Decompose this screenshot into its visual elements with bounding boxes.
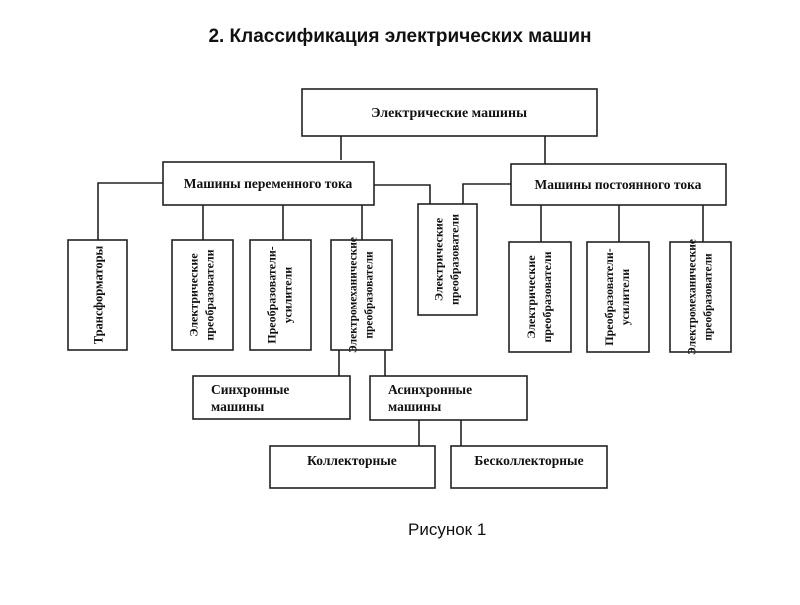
node-dc-amplifiers: Преобразователи- усилители (586, 241, 650, 353)
node-ac-converters: Электрические преобразователи (171, 239, 234, 351)
node-label-line1: Электромеханические (687, 239, 699, 355)
node-ac-amplifiers: Преобразователи- усилители (249, 239, 312, 351)
node-collector: Коллекторные (269, 445, 436, 489)
node-label-line2: преобразователи (203, 249, 217, 340)
node-label: Трансформаторы (92, 245, 106, 344)
node-brushless: Бесколлекторные (450, 445, 608, 489)
connector-lines (97, 136, 704, 446)
node-dc-converters: Электрические преобразователи (508, 241, 572, 353)
node-label-line2: преобразователи (703, 253, 715, 341)
node-label-line1: Электрические (524, 255, 538, 339)
node-label-line1: Преобразователи- (265, 246, 279, 344)
node-label-line1: Асинхронные (388, 382, 472, 397)
node-label: Электрические машины (371, 106, 527, 121)
node-label: Коллекторные (307, 453, 397, 468)
node-mid-converters: Электрические преобразователи (417, 203, 478, 316)
node-label-line2: преобразователи (364, 251, 376, 339)
node-label-line2: преобразователи (448, 214, 462, 305)
node-asynchronous-machines: Асинхронные машины (369, 375, 528, 421)
node-label-line1: Электрические (432, 217, 446, 301)
node-label-line1: Синхронные (211, 382, 289, 397)
node-label: Бесколлекторные (474, 453, 583, 468)
node-synchronous-machines: Синхронные машины (192, 375, 351, 420)
node-ac-machines: Машины переменного тока (162, 161, 375, 206)
connector-ac-mid (374, 184, 431, 204)
node-transformers: Трансформаторы (67, 239, 128, 351)
node-label-line2: машины (211, 399, 265, 414)
figure-caption: Рисунок 1 (408, 520, 487, 539)
node-ac-electromech: Электромеханические преобразователи (330, 237, 393, 353)
node-dc-machines: Машины постоянного тока (510, 163, 727, 206)
node-dc-electromech: Электромеханические преобразователи (669, 239, 732, 355)
node-label: Машины переменного тока (184, 176, 353, 191)
node-label: Машины постоянного тока (535, 177, 702, 192)
node-electric-machines: Электрические машины (301, 88, 598, 137)
node-label-line1: Электрические (187, 253, 201, 337)
node-label-line2: преобразователи (540, 251, 554, 342)
connector-dc-mid (462, 183, 511, 204)
node-label-line1: Электромеханические (348, 237, 360, 353)
node-label-line2: усилители (281, 267, 295, 323)
connector-ac-transformers (97, 182, 163, 240)
node-label-line2: усилители (618, 269, 632, 325)
page-title: 2. Классификация электрических машин (208, 26, 592, 47)
node-label-line1: Преобразователи- (602, 248, 616, 346)
node-label-line2: машины (388, 399, 442, 414)
